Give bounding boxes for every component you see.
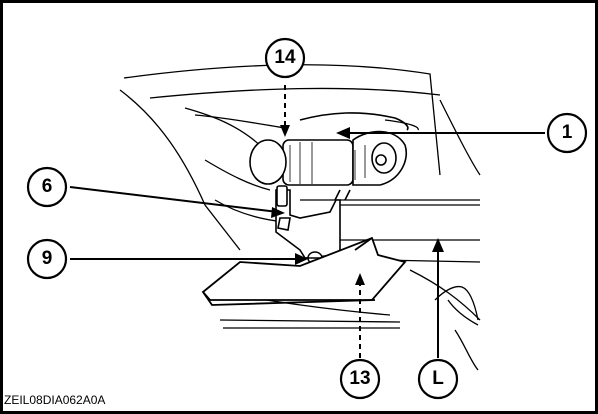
callout-circle-1 [546,112,588,154]
callout-circles [26,37,588,400]
leader-lines [69,85,545,358]
lower-shroud-bracket [201,236,407,306]
callout-circle-9 [26,238,68,280]
trim-edge [184,107,266,151]
callout-9: 9 [41,248,53,269]
figure-id-caption: ZEIL08DIA062A0A [4,393,106,407]
connector-bracket [275,185,341,259]
leader-6 [69,186,279,213]
callout-circle-L [417,358,459,400]
callout-L: L [432,368,444,389]
callout-1: 1 [561,122,573,143]
callout-circle-6 [26,166,68,208]
callout-circle-13 [339,358,381,400]
callout-circle-14 [264,37,306,79]
callout-14: 14 [274,47,296,68]
ignition-switch-body [249,112,409,201]
callout-13: 13 [349,368,371,389]
callout-6: 6 [41,176,53,197]
switch-shading [289,142,366,184]
